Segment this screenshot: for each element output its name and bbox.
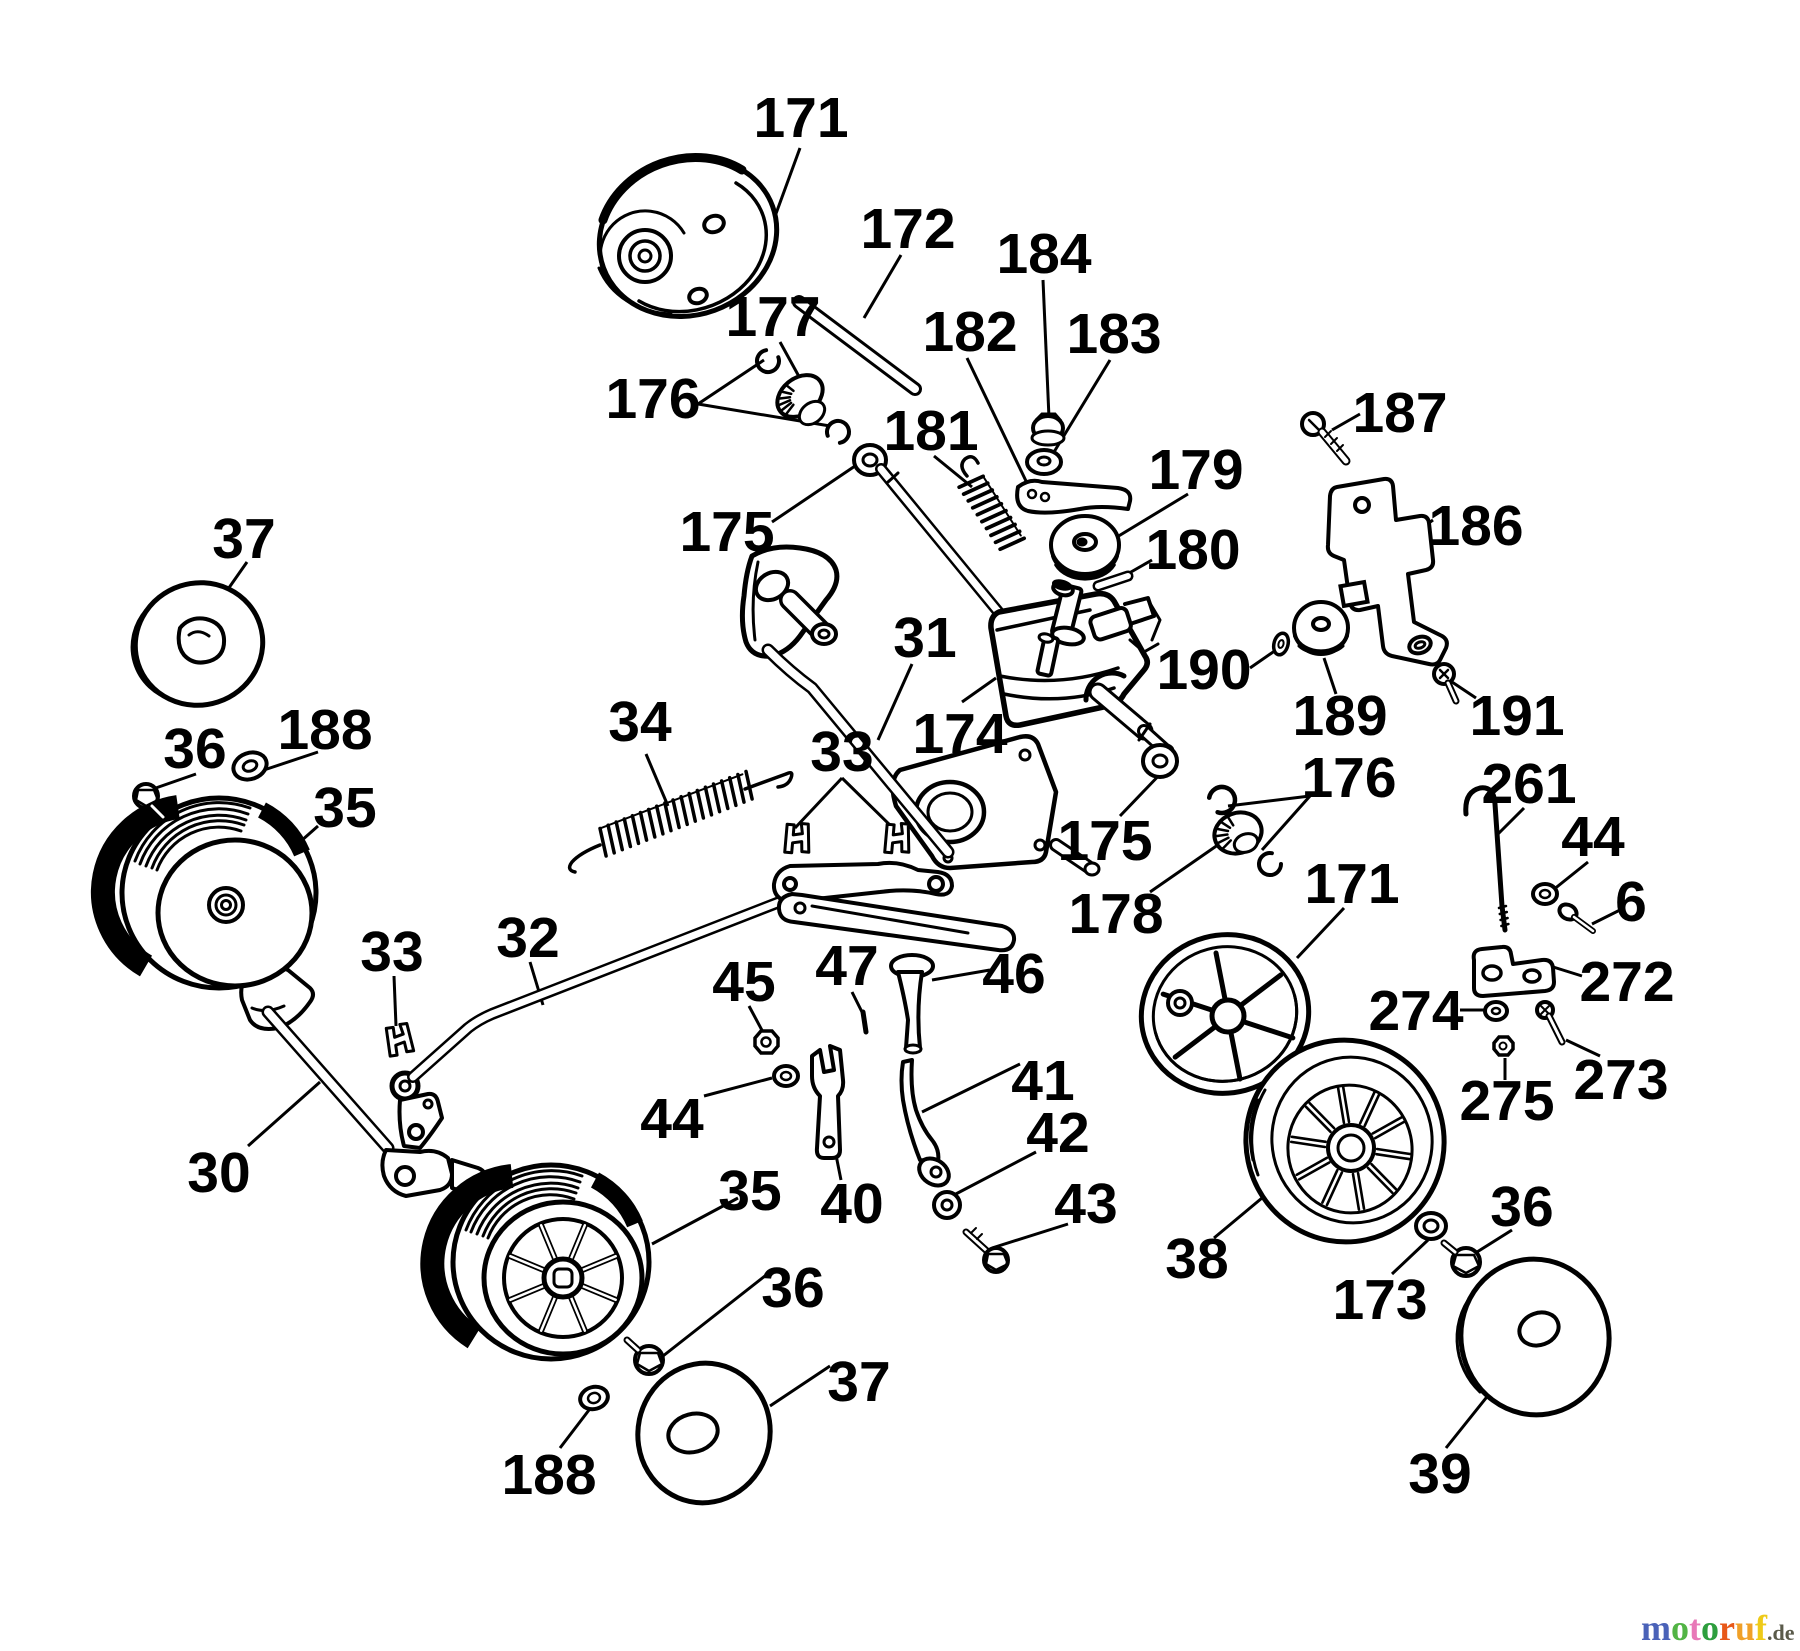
svg-text:33: 33 — [810, 720, 873, 784]
svg-text:172: 172 — [860, 197, 955, 261]
svg-text:261: 261 — [1481, 752, 1576, 816]
svg-text:36: 36 — [761, 1256, 824, 1320]
svg-text:35: 35 — [718, 1159, 781, 1223]
svg-text:173: 173 — [1332, 1268, 1427, 1332]
svg-text:176: 176 — [605, 367, 700, 431]
svg-text:171: 171 — [753, 86, 848, 150]
svg-text:182: 182 — [922, 300, 1017, 364]
svg-text:190: 190 — [1156, 638, 1251, 702]
svg-text:188: 188 — [501, 1443, 596, 1507]
svg-text:178: 178 — [1068, 882, 1163, 946]
svg-text:44: 44 — [1561, 805, 1625, 869]
svg-text:36: 36 — [1490, 1175, 1553, 1239]
svg-text:171: 171 — [1304, 852, 1399, 916]
svg-text:179: 179 — [1148, 438, 1243, 502]
svg-text:30: 30 — [187, 1141, 250, 1205]
svg-text:191: 191 — [1469, 684, 1564, 748]
svg-text:37: 37 — [212, 507, 275, 571]
svg-text:272: 272 — [1579, 950, 1674, 1014]
svg-text:motoruf.de: motoruf.de — [1641, 1608, 1795, 1648]
svg-text:180: 180 — [1145, 518, 1240, 582]
svg-text:273: 273 — [1573, 1048, 1668, 1112]
svg-text:40: 40 — [820, 1172, 883, 1236]
svg-text:175: 175 — [679, 500, 774, 564]
svg-text:47: 47 — [815, 934, 878, 998]
svg-text:44: 44 — [640, 1087, 704, 1151]
svg-text:187: 187 — [1352, 381, 1447, 445]
svg-text:188: 188 — [277, 698, 372, 762]
svg-text:36: 36 — [163, 717, 226, 781]
svg-text:184: 184 — [996, 222, 1091, 286]
svg-text:275: 275 — [1459, 1069, 1554, 1133]
svg-text:183: 183 — [1066, 302, 1161, 366]
svg-text:38: 38 — [1165, 1227, 1228, 1291]
svg-text:6: 6 — [1615, 870, 1647, 934]
svg-text:41: 41 — [1011, 1049, 1074, 1113]
svg-text:177: 177 — [725, 285, 820, 349]
svg-text:32: 32 — [496, 906, 559, 970]
svg-text:274: 274 — [1368, 979, 1463, 1043]
svg-text:176: 176 — [1301, 746, 1396, 810]
svg-text:175: 175 — [1057, 809, 1152, 873]
svg-text:39: 39 — [1408, 1442, 1471, 1506]
svg-text:186: 186 — [1428, 494, 1523, 558]
svg-text:181: 181 — [883, 399, 978, 463]
svg-text:45: 45 — [712, 950, 775, 1014]
svg-text:34: 34 — [608, 690, 672, 754]
svg-text:46: 46 — [982, 942, 1045, 1006]
svg-text:37: 37 — [827, 1350, 890, 1414]
svg-text:189: 189 — [1292, 684, 1387, 748]
svg-text:31: 31 — [893, 606, 956, 670]
svg-text:43: 43 — [1054, 1172, 1117, 1236]
svg-text:42: 42 — [1026, 1101, 1089, 1165]
svg-text:174: 174 — [912, 702, 1007, 766]
svg-text:35: 35 — [313, 776, 376, 840]
svg-text:33: 33 — [360, 920, 423, 984]
